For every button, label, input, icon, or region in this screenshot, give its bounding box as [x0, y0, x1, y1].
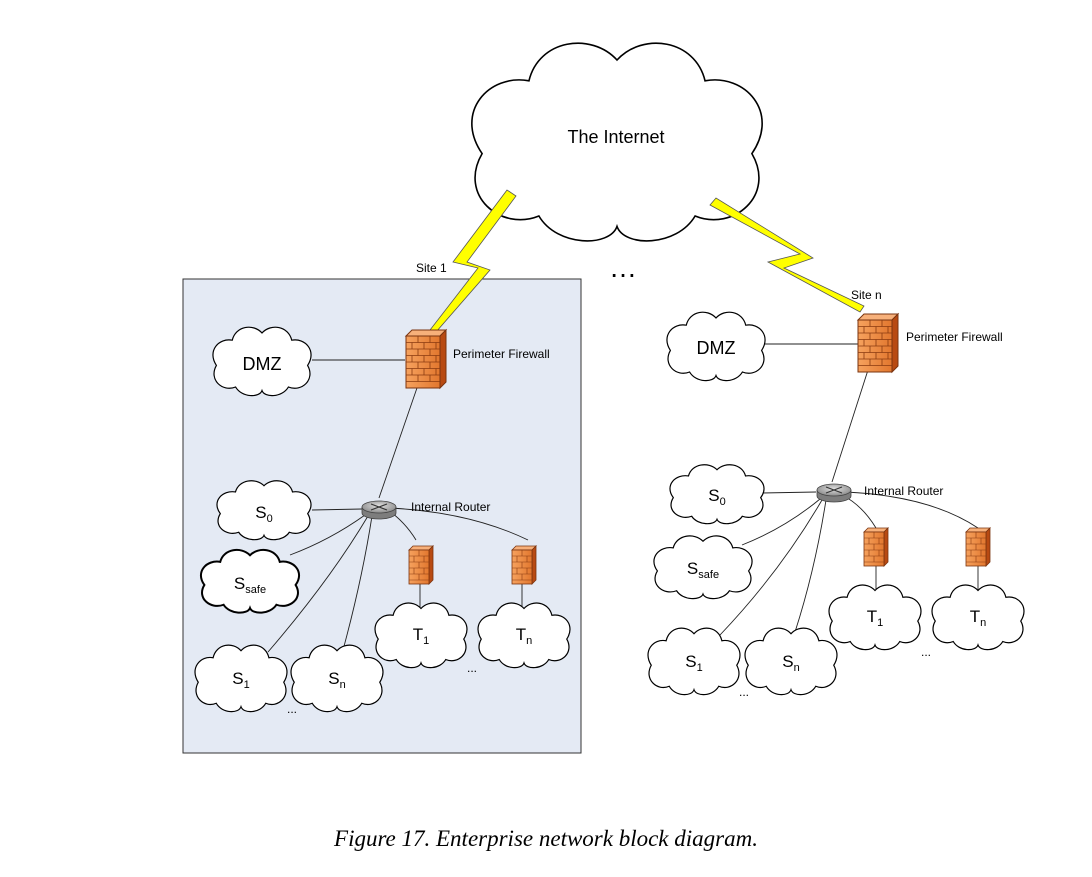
line-router1-s0: [311, 508, 363, 511]
line-router1-s1: [267, 515, 369, 653]
tn-cloud: [932, 585, 1024, 650]
perimeter-firewall-icon: [404, 328, 448, 390]
sn-cloud: [291, 645, 383, 712]
perimeter-firewall-icon: [856, 312, 900, 374]
dmz-cloud: [667, 312, 765, 380]
line-firewalln-router: [831, 369, 869, 483]
ssafe-label: Ssafe: [234, 574, 266, 596]
dmz-cloud: [213, 327, 311, 395]
line-routern-sn: [794, 499, 827, 633]
router-icon: [361, 500, 397, 520]
sn-label: Sn: [782, 652, 799, 674]
site-1: DMZ Perimeter Firewall: [195, 327, 570, 716]
line-router1-fwtn: [389, 507, 529, 541]
internet-label: The Internet: [567, 127, 664, 147]
figure-caption: Figure 17. Enterprise network block diag…: [334, 826, 758, 851]
line-routern-s0: [761, 491, 817, 494]
s-ellipsis: ...: [287, 702, 297, 716]
s1-cloud: [648, 628, 740, 695]
perimeter-firewall-label: Perimeter Firewall: [906, 330, 1003, 344]
s0-cloud: [217, 481, 311, 540]
line-router1-sn: [342, 515, 373, 651]
internal-router-label: Internal Router: [411, 500, 490, 514]
site-1-label: Site 1: [416, 261, 447, 275]
dmz-label: DMZ: [243, 354, 282, 374]
s-ellipsis: ...: [739, 685, 749, 699]
t1-firewall-icon: [863, 527, 889, 567]
s1-label: S1: [232, 669, 249, 691]
t1-label: T1: [867, 607, 884, 629]
s1-label: S1: [685, 652, 702, 674]
tn-cloud: [478, 603, 570, 668]
connection-lines: [267, 343, 979, 653]
line-router1-ssafe: [289, 514, 366, 556]
s0-label: S0: [255, 503, 272, 525]
line-routern-s1: [719, 499, 823, 636]
lightning-bolt-site-n: [709, 197, 865, 313]
ssafe-label: Ssafe: [687, 559, 719, 581]
s0-label: S0: [708, 486, 725, 508]
site-n: DMZ Perimeter Firewall: [648, 312, 1024, 699]
perimeter-firewall-label: Perimeter Firewall: [453, 347, 550, 361]
dmz-label: DMZ: [697, 338, 736, 358]
t-ellipsis: ...: [467, 661, 477, 675]
t1-cloud: [829, 585, 921, 650]
ssafe-cloud: [201, 550, 299, 613]
s1-cloud: [195, 645, 287, 712]
internet-cloud: The Internet: [472, 43, 762, 241]
router-icon: [816, 483, 852, 503]
sn-cloud: [745, 628, 837, 695]
site-n-label: Site n: [851, 288, 882, 302]
s0-cloud: [670, 465, 764, 524]
ssafe-cloud: [654, 536, 752, 599]
sn-label: Sn: [328, 669, 345, 691]
t-ellipsis: ...: [921, 645, 931, 659]
t1-label: T1: [413, 625, 430, 647]
line-firewall1-router: [378, 384, 419, 499]
line-routern-ssafe: [741, 498, 821, 546]
tn-label: Tn: [516, 625, 533, 647]
line-routern-fwtn: [845, 491, 979, 529]
sites-ellipsis: …: [609, 252, 639, 283]
tn-firewall-icon: [965, 527, 991, 567]
tn-label: Tn: [970, 607, 987, 629]
t1-firewall-icon: [408, 545, 434, 585]
t1-cloud: [375, 603, 467, 668]
internal-router-label: Internal Router: [864, 484, 943, 498]
tn-firewall-icon: [511, 545, 537, 585]
